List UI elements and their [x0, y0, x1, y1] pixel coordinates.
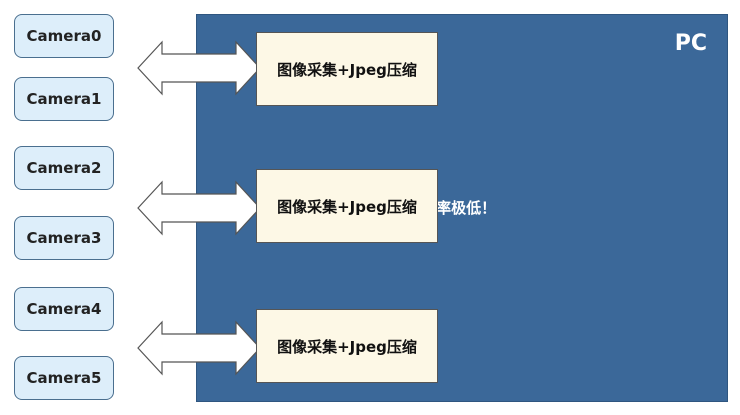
double-arrow-icon	[137, 40, 261, 96]
camera-2: Camera2	[14, 146, 114, 190]
double-arrow-icon	[137, 180, 261, 236]
pc-label: PC	[674, 31, 707, 56]
processor-box-2: 图像采集+Jpeg压缩	[256, 169, 438, 243]
processor-box-3: 图像采集+Jpeg压缩	[256, 309, 438, 383]
double-arrow-icon	[137, 320, 261, 376]
processor-box-1: 图像采集+Jpeg压缩	[256, 32, 438, 106]
camera-3: Camera3	[14, 216, 114, 260]
camera-0: Camera0	[14, 14, 114, 58]
camera-4: Camera4	[14, 287, 114, 331]
camera-5: Camera5	[14, 356, 114, 400]
camera-1: Camera1	[14, 77, 114, 121]
